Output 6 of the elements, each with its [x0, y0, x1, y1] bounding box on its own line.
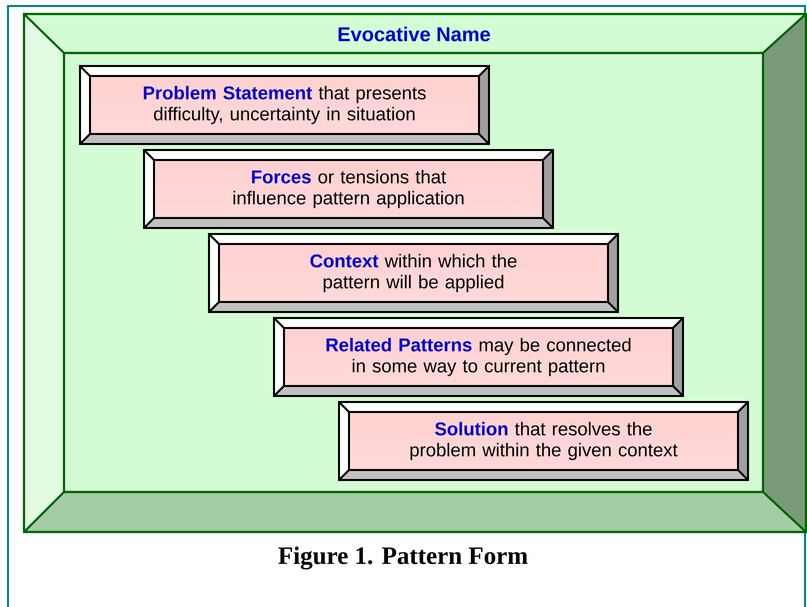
bevel-box: Forces or tensions that influence pattern application [143, 149, 554, 229]
bevel-box: Problem Statement that presents difficulty, uncertainty in situation [79, 65, 490, 145]
bevel-box: Related Patterns may be connected in some way to current pattern [273, 317, 684, 397]
bevel-box: Context within which the pattern will be applied [208, 233, 619, 313]
bevel-box: Solution that resolves the problem within the given context [338, 401, 749, 481]
caption: Figure 1. Pattern Form [278, 546, 528, 570]
